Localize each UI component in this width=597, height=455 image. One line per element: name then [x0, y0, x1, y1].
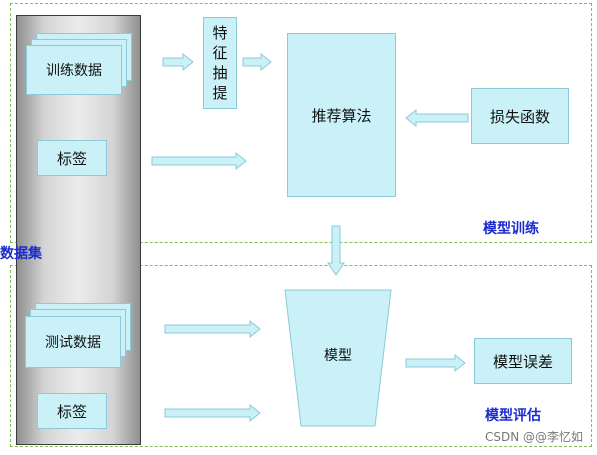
recommendation-algorithm-text: 推荐算法	[311, 106, 372, 125]
training-region	[10, 3, 592, 243]
model-label: 模型	[324, 348, 352, 364]
model-shape	[284, 289, 392, 427]
loss-function-text: 损失函数	[489, 107, 550, 126]
evaluation-region-label: 模型评估	[485, 408, 541, 424]
arrow-label-to-algorithm	[151, 151, 247, 171]
evaluation-region	[10, 265, 592, 447]
test-data-card	[25, 316, 121, 368]
model-error-box: 模型误差	[474, 338, 572, 384]
model-error-text: 模型误差	[492, 352, 553, 371]
arrow-model-to-error	[405, 353, 466, 373]
arrow-train-to-feature	[162, 52, 194, 72]
label-bottom-box: 标签	[37, 393, 107, 429]
train-data-label: 训练数据	[46, 63, 102, 79]
dataset-label: 数据集	[0, 246, 42, 262]
test-data-label: 测试数据	[45, 335, 101, 351]
training-region-label: 模型训练	[483, 221, 539, 237]
feature-extraction-text: 特征抽提	[212, 24, 228, 102]
feature-extraction-box: 特征抽提	[203, 17, 237, 109]
loss-function-box: 损失函数	[471, 88, 569, 144]
label-top-box: 标签	[37, 140, 107, 176]
arrow-loss-to-algorithm	[405, 108, 469, 128]
arrow-feature-to-algorithm	[242, 52, 272, 72]
train-data-card	[26, 45, 122, 95]
arrow-algorithm-to-model	[327, 225, 345, 276]
recommendation-algorithm-box: 推荐算法	[287, 33, 396, 197]
label-bottom-text: 标签	[56, 402, 87, 421]
label-top-text: 标签	[56, 149, 87, 168]
arrow-label-to-model	[164, 403, 261, 423]
watermark: CSDN @@李忆如	[484, 430, 583, 444]
arrow-test-to-model	[164, 319, 261, 339]
